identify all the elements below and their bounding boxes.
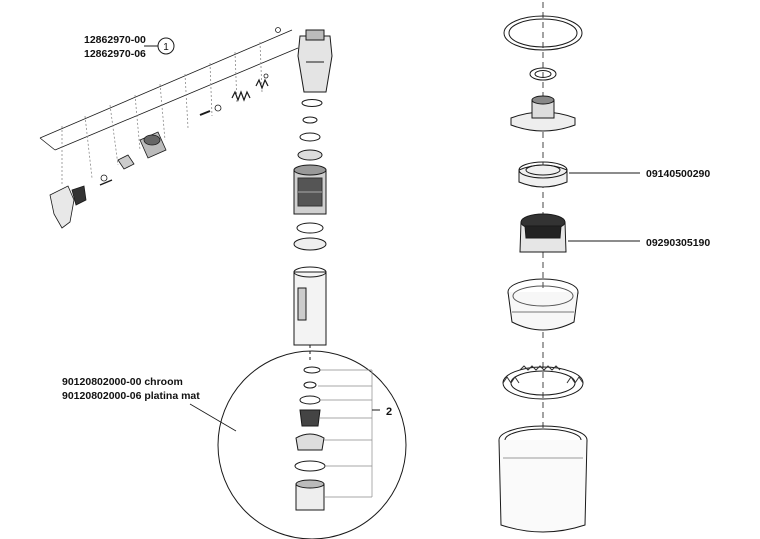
callout-1: 1	[144, 37, 175, 55]
callout-1-number: 1	[163, 42, 169, 53]
small-ring	[529, 67, 557, 81]
bezel-ring	[507, 278, 579, 331]
cap-part	[510, 95, 576, 132]
callout-2-number: 2	[386, 406, 392, 418]
handle-exploded-assembly	[39, 27, 299, 229]
part-number-lower-a: 90120802000-00 chroom	[62, 376, 183, 388]
ring-09140500290	[518, 161, 640, 188]
top-o-ring	[503, 15, 583, 51]
centre-column-assembly	[293, 29, 333, 360]
bottom-sleeve	[498, 425, 588, 533]
part-number-top-a: 12862970-00	[84, 34, 146, 46]
part-number-lower-b: 90120802000-06 platina mat	[62, 390, 200, 402]
part-number-ring: 09140500290	[646, 168, 711, 180]
part-number-cartridge: 09290305190	[646, 237, 711, 249]
detail-magnifier	[189, 350, 407, 539]
serrated-lock-ring	[502, 365, 584, 400]
cartridge-09290305190	[519, 213, 640, 253]
part-number-top-b: 12862970-06	[84, 48, 146, 60]
